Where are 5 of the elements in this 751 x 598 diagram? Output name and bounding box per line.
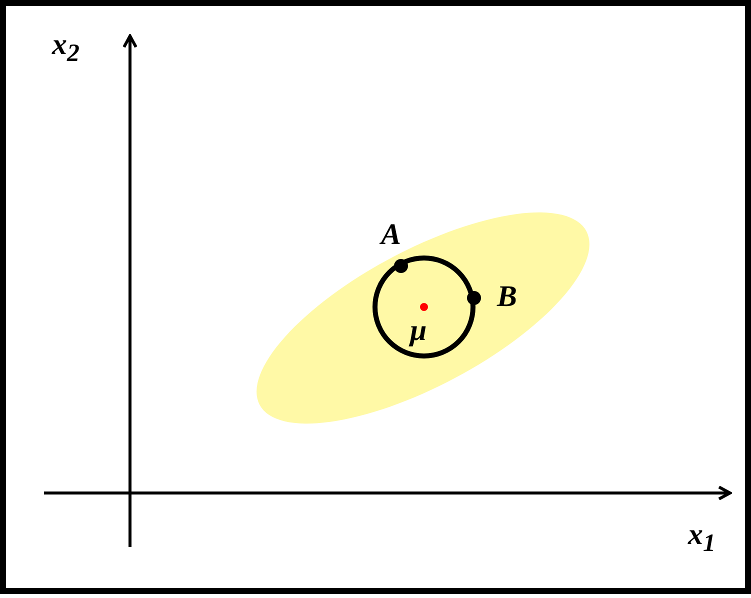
point-label: B xyxy=(497,282,518,312)
point-label: A xyxy=(381,220,402,250)
mean-label: μ xyxy=(410,316,427,346)
axis-label: x$_{2}$ xyxy=(52,30,80,66)
axis-label: x$_{1}$ xyxy=(688,520,716,556)
